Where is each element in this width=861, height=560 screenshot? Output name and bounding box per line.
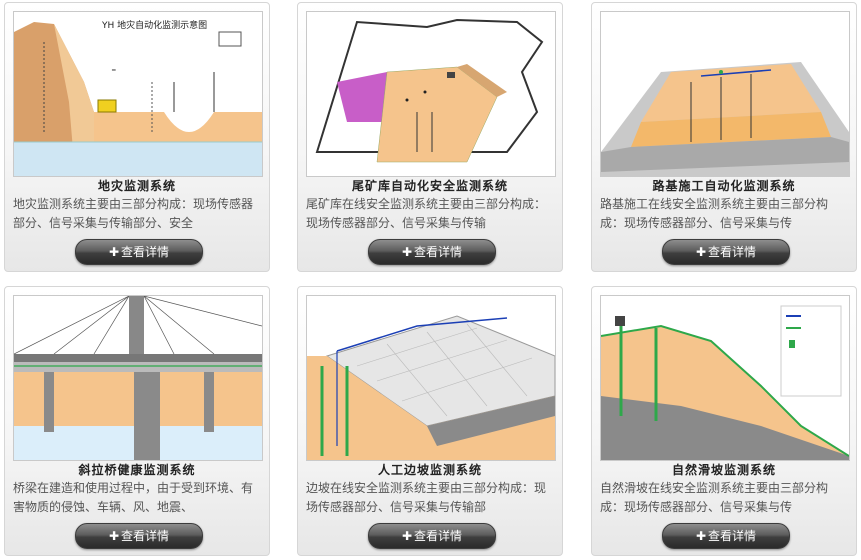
plus-icon: ✚ [401, 245, 413, 259]
view-details-button[interactable]: ✚查看详情 [368, 523, 496, 549]
product-card-bridge: 斜拉桥健康监测系统 桥梁在建造和使用过程中，由于受到环境、有害物质的侵蚀、车辆、… [4, 286, 270, 556]
product-card-artificial-slope: 人工边坡监测系统 边坡在线安全监测系统主要由三部分构成：现场传感器部分、信号采集… [297, 286, 563, 556]
view-details-label: 查看详情 [708, 245, 757, 259]
product-card-roadbed: 路基施工自动化监测系统 路基施工在线安全监测系统主要由三部分构成：现场传感器部分… [591, 2, 857, 272]
card-title: 路基施工自动化监测系统 [652, 179, 796, 193]
product-card-geohazard: YH 地灾自动化监测示意图 ━ 地灾监测系统 地灾监测系统主要由三部分构成 [4, 2, 270, 272]
card-description: 边坡在线安全监测系统主要由三部分构成：现场传感器部分、信号采集与传输部 [306, 481, 547, 514]
roadbed-diagram [601, 12, 849, 176]
plus-icon: ✚ [108, 245, 120, 259]
view-details-button[interactable]: ✚查看详情 [368, 239, 496, 265]
product-card-landslide: 自然滑坡监测系统 自然滑坡在线安全监测系统主要由三部分构成：现场传感器部分、信号… [591, 286, 857, 556]
view-details-label: 查看详情 [121, 529, 170, 543]
card-description: 地灾监测系统主要由三部分构成：现场传感器部分、信号采集与传输部分、安全 [13, 197, 254, 230]
card-image-geohazard[interactable]: YH 地灾自动化监测示意图 ━ [13, 11, 263, 177]
card-image-artificial-slope[interactable] [306, 295, 556, 461]
card-title: 人工边坡监测系统 [377, 463, 482, 477]
card-title: 斜拉桥健康监测系统 [78, 463, 196, 477]
card-description: 路基施工在线安全监测系统主要由三部分构成：现场传感器部分、信号采集与传 [600, 197, 829, 230]
plus-icon: ✚ [108, 529, 120, 543]
card-image-landslide[interactable] [600, 295, 850, 461]
view-details-button[interactable]: ✚查看详情 [75, 239, 203, 265]
card-description: 尾矿库在线安全监测系统主要由三部分构成：现场传感器部分、信号采集与传输 [306, 197, 547, 230]
card-description: 自然滑坡在线安全监测系统主要由三部分构成：现场传感器部分、信号采集与传 [600, 481, 829, 514]
diagram-caption: YH 地灾自动化监测示意图 [101, 19, 207, 31]
view-details-button[interactable]: ✚查看详情 [662, 239, 790, 265]
card-title: 自然滑坡监测系统 [671, 463, 776, 477]
plus-icon: ✚ [695, 529, 707, 543]
plus-icon: ✚ [401, 529, 413, 543]
landslide-diagram [601, 296, 849, 460]
view-details-label: 查看详情 [414, 529, 463, 543]
view-details-label: 查看详情 [121, 245, 170, 259]
product-card-tailings: 尾矿库自动化安全监测系统 尾矿库在线安全监测系统主要由三部分构成：现场传感器部分… [297, 2, 563, 272]
card-image-tailings[interactable] [306, 11, 556, 177]
bridge-diagram [14, 296, 262, 460]
plus-icon: ✚ [695, 245, 707, 259]
view-details-button[interactable]: ✚查看详情 [75, 523, 203, 549]
artificial-slope-diagram [307, 296, 555, 460]
tailings-diagram [307, 12, 555, 176]
view-details-label: 查看详情 [708, 529, 757, 543]
card-image-bridge[interactable] [13, 295, 263, 461]
card-title: 尾矿库自动化安全监测系统 [351, 179, 508, 193]
view-details-button[interactable]: ✚查看详情 [662, 523, 790, 549]
card-description: 桥梁在建造和使用过程中，由于受到环境、有害物质的侵蚀、车辆、风、地震、 [13, 481, 254, 514]
geohazard-diagram: YH 地灾自动化监测示意图 ━ [14, 12, 262, 176]
view-details-label: 查看详情 [414, 245, 463, 259]
card-title: 地灾监测系统 [97, 179, 176, 193]
svg-text:━: ━ [111, 67, 116, 74]
card-image-roadbed[interactable] [600, 11, 850, 177]
